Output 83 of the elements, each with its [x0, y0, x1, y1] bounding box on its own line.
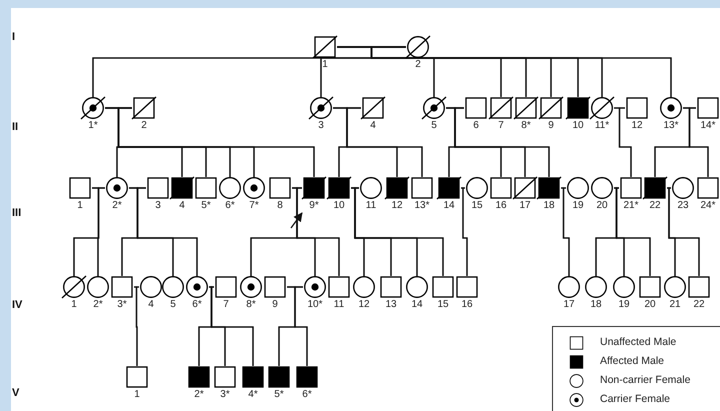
individual-number: 23 [676, 199, 690, 213]
legend-text: Non-carrier Female [600, 374, 690, 386]
individual-number: 2 [414, 58, 422, 72]
descent-line [618, 107, 632, 177]
individual-number: 14 [410, 298, 424, 312]
individual-number: 9 [271, 298, 279, 312]
individual-number: 7 [497, 119, 505, 133]
individual-number: 20 [595, 199, 609, 213]
generation-label: I [12, 31, 16, 43]
individual-number: 2 [140, 119, 148, 133]
individual-number: 4 [369, 119, 377, 133]
legend-text: Affected Male [600, 355, 664, 367]
individual-number: 3* [116, 298, 128, 312]
individual-number: 19 [617, 298, 631, 312]
individual-number: 7 [222, 298, 230, 312]
individual-number: 8* [520, 119, 532, 133]
individual-number: 3 [317, 119, 325, 133]
individual-number: 4 [147, 298, 155, 312]
individual-number: 17 [562, 298, 576, 312]
individual-number: 9* [308, 199, 320, 213]
descent-line [136, 286, 139, 366]
individual-number: 19 [571, 199, 585, 213]
individual-number: 13* [413, 199, 430, 213]
generation-label: III [12, 207, 22, 219]
descent-line [294, 286, 308, 366]
individual-number: 16 [494, 199, 508, 213]
individual-number: 2* [111, 199, 123, 213]
individual-number: 21* [622, 199, 640, 213]
individual-number: 22 [692, 298, 706, 312]
individual-number: 5 [169, 298, 177, 312]
individual-number: 12 [357, 298, 371, 312]
individual-number: 16 [460, 298, 474, 312]
individual-number: 1 [133, 388, 141, 402]
individual-number: 5* [200, 199, 212, 213]
individual-number: 14* [699, 119, 716, 133]
individual-number: 5* [273, 388, 285, 402]
individual-number: 17 [518, 199, 532, 213]
legend-text: Carrier Female [600, 393, 670, 405]
individual-number: 12 [630, 119, 644, 133]
individual-number: 14 [442, 199, 456, 213]
individual-number: 1 [76, 199, 84, 213]
individual-number: 6* [301, 388, 313, 402]
individual-number: 5 [430, 119, 438, 133]
individual-number: 10* [306, 298, 324, 312]
generation-label: IV [12, 299, 22, 311]
individual-number: 6* [224, 199, 236, 213]
individual-number: 12 [390, 199, 404, 213]
individual-number: 13* [662, 119, 680, 133]
individual-number: 4* [247, 388, 259, 402]
individual-number: 3 [154, 199, 162, 213]
individual-number: 15 [436, 298, 450, 312]
individual-number: 11 [364, 199, 378, 213]
individual-number: 8 [276, 199, 284, 213]
individual-number: 7* [248, 199, 260, 213]
individual-number: 3* [219, 388, 231, 402]
generation-label: II [12, 121, 18, 133]
individual-number: 11 [332, 298, 346, 312]
individual-number: 2* [92, 298, 104, 312]
individual-number: 1* [87, 119, 99, 133]
individual-number: 2* [193, 388, 205, 402]
individual-number: 10 [571, 119, 585, 133]
individual-number: 18 [589, 298, 603, 312]
legend-text: Unaffected Male [600, 336, 676, 348]
individual-number: 6* [191, 298, 203, 312]
individual-number: 13 [384, 298, 398, 312]
individual-number: 15 [470, 199, 484, 213]
individual-number: 10 [332, 199, 346, 213]
individual-number: 4 [178, 199, 186, 213]
individual-number: 20 [643, 298, 657, 312]
individual-number: 21 [668, 298, 682, 312]
individual-number: 1 [321, 58, 329, 72]
generation-label: V [12, 387, 20, 399]
individual-number: 1 [70, 298, 78, 312]
descent-line [97, 187, 105, 276]
individual-number: 22 [648, 199, 662, 213]
individual-number: 9 [547, 119, 555, 133]
individual-number: 11* [594, 119, 610, 133]
individual-number: 24* [699, 199, 716, 213]
individual-number: 18 [542, 199, 556, 213]
pointer-arrow [290, 212, 303, 228]
individual-number: 6 [472, 119, 480, 133]
individual-number: 8* [245, 298, 257, 312]
descent-line [688, 107, 709, 177]
